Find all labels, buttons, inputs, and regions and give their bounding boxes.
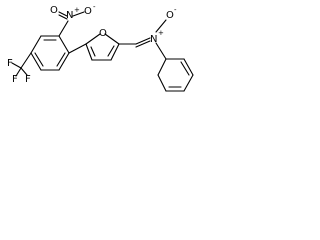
trifluoromethyl-group: F F F: [7, 52, 32, 85]
nitro-group: N + O - O: [50, 3, 96, 37]
f-atom-label-3: F: [25, 74, 31, 85]
f-atom-label-1: F: [7, 58, 13, 69]
nitro-plus-label: +: [74, 6, 80, 14]
nitro-n-label: N: [66, 10, 73, 21]
biaryl-bond: [68, 43, 87, 54]
nitrone-o-label: O: [166, 10, 174, 21]
nitrone-group: N + O -: [150, 6, 177, 45]
nitrone-o-minus-label: -: [174, 6, 177, 14]
furan-o-label: O: [99, 28, 107, 39]
nitro-o-label-left: O: [50, 5, 58, 16]
phenyl-ring-right: [155, 42, 194, 92]
methine-nitrone-double-bond-b: [135, 40, 151, 48]
furan-ring: O: [85, 28, 120, 61]
nitro-o-label-top: O: [84, 6, 92, 17]
benzene-ring-left: [30, 35, 70, 71]
nitrone-n-label: N: [150, 34, 157, 45]
methine-nitrone-double-bond-a: [135, 37, 151, 45]
f-atom-label-2: F: [12, 74, 18, 85]
chemical-structure: F F F N + O - O O N + O -: [7, 3, 194, 92]
nitrone-plus-label: +: [158, 29, 164, 37]
nitro-o-minus-label: -: [93, 3, 96, 11]
